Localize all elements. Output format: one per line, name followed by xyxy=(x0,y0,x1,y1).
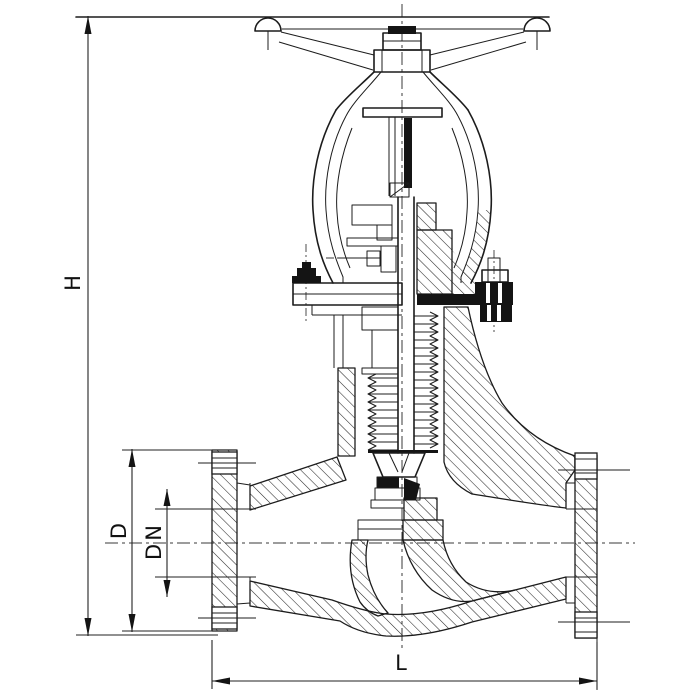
dimension-label-d: D xyxy=(107,523,131,539)
right-bolt-centerlines xyxy=(558,469,630,623)
yoke xyxy=(311,71,493,284)
left-flange-bottom-bolt-lines xyxy=(212,612,237,624)
bellows-right-edge xyxy=(429,311,439,449)
seat-block xyxy=(357,519,444,541)
knob-centerline-ticks xyxy=(267,31,538,50)
bellows xyxy=(367,311,439,453)
bellows-right-convolutions xyxy=(414,315,437,445)
gland-follower xyxy=(371,329,399,369)
left-bolt-centerlines xyxy=(198,462,256,619)
yoke-bushing-plate xyxy=(362,107,443,118)
dimension-h-arrow-top xyxy=(84,16,92,34)
yoke-leg-right-rib xyxy=(451,127,468,269)
dimension-dn-arrow-top xyxy=(163,489,171,506)
dimension-label-l: L xyxy=(395,651,407,675)
dimension-dn-lines xyxy=(155,489,256,597)
seat-bridge-left xyxy=(349,539,389,617)
bonnet-flange xyxy=(292,250,513,375)
dimension-h: H xyxy=(61,16,218,636)
stem-cap xyxy=(388,26,416,34)
yoke-leg-right-inner xyxy=(457,115,479,283)
disc-plate xyxy=(370,499,405,509)
gland-bolt-nut xyxy=(366,250,381,267)
yoke-leg-left-outer xyxy=(311,109,337,284)
flange-bolt-holes xyxy=(198,451,630,639)
right-flange-top-bolt-hole xyxy=(574,452,598,480)
stem-connector-diagonal xyxy=(389,182,410,198)
packing-lower-section xyxy=(416,229,453,295)
right-leg-section xyxy=(461,210,491,283)
gland-flange xyxy=(361,306,399,331)
right-flange-bottom-bolt-lines xyxy=(575,617,597,633)
dimension-label-h: H xyxy=(61,275,85,291)
bell-outer-left xyxy=(335,71,375,111)
disc-holder-lines xyxy=(388,452,410,473)
seat-section xyxy=(402,519,444,541)
left-bonnet-bolt xyxy=(292,262,321,283)
seat-bridge-right xyxy=(402,539,516,603)
bell-inner-left xyxy=(345,71,382,117)
hub-inner-lines xyxy=(381,50,423,72)
centerlines xyxy=(105,4,635,652)
stem-thread-shadow xyxy=(404,118,412,188)
dimension-h-arrow-bottom xyxy=(84,618,92,636)
handwheel xyxy=(75,16,551,73)
right-flange-bottom-bolt-hole xyxy=(574,611,598,639)
bonnet-gasket xyxy=(417,294,513,305)
disc-seal-dark xyxy=(404,478,420,500)
left-flange-section xyxy=(211,449,238,632)
bellows-collar-plate xyxy=(361,367,399,375)
disc-upper-dark xyxy=(377,477,399,488)
seat-ring-section xyxy=(403,497,438,521)
handwheel-right-knob xyxy=(523,17,551,32)
yoke-leg-left-rib xyxy=(336,127,353,269)
packing-upper-section xyxy=(416,202,437,231)
bonnet-flange-left-lines xyxy=(293,293,402,316)
dimension-d-arrow-bottom xyxy=(128,614,136,632)
handwheel-left-knob xyxy=(254,17,282,32)
bellows-left-edge xyxy=(367,373,377,451)
right-bore-lines xyxy=(566,508,597,578)
dimension-l-lines xyxy=(211,640,598,689)
right-hub-lines xyxy=(565,482,575,604)
dimension-label-dn: DN xyxy=(142,522,166,560)
upper-left-wall xyxy=(249,456,347,511)
dimension-d: D xyxy=(107,449,212,632)
left-neck-wall xyxy=(337,367,356,457)
upper-right-wall xyxy=(443,306,576,509)
disc-holder-cone xyxy=(372,452,426,478)
dimension-dn: DN xyxy=(142,489,256,597)
dimension-h-lines xyxy=(76,16,218,636)
stem-assembly xyxy=(326,117,453,454)
bellows-left-convolutions xyxy=(369,377,398,451)
dimension-d-lines xyxy=(122,449,212,632)
stem-guide-block xyxy=(376,224,393,241)
gland-block xyxy=(380,245,397,273)
dimension-d-arrow-top xyxy=(128,449,136,467)
bottom-shell-wall xyxy=(249,576,567,637)
right-bonnet-bolt xyxy=(475,257,513,322)
travel-stop-block xyxy=(351,204,393,226)
stem-lower-lines xyxy=(397,196,415,454)
dimension-l-arrow-left xyxy=(212,677,230,685)
left-neck-outline xyxy=(333,315,344,368)
dimension-dn-arrow-bottom xyxy=(163,580,171,597)
right-flange-section xyxy=(574,454,598,639)
yoke-leg-left-inner xyxy=(325,115,347,283)
yoke-leg-right-outer xyxy=(467,109,493,284)
dimension-l: L xyxy=(211,640,598,689)
bell-inner-right xyxy=(422,71,459,117)
dimension-l-arrow-right xyxy=(579,677,597,685)
handwheel-spokes xyxy=(278,31,527,71)
stem-connector xyxy=(389,182,410,198)
indicator-plate xyxy=(346,237,399,247)
valve-body-sections xyxy=(211,306,598,639)
left-flange-top-bolt-lines xyxy=(212,457,237,469)
bonnet-ear-section xyxy=(452,250,480,294)
right-flange-top-bolt-lines xyxy=(575,458,597,474)
bell-outer-right xyxy=(429,71,469,111)
valve-disc xyxy=(370,452,426,509)
left-hub-lines xyxy=(236,482,251,605)
